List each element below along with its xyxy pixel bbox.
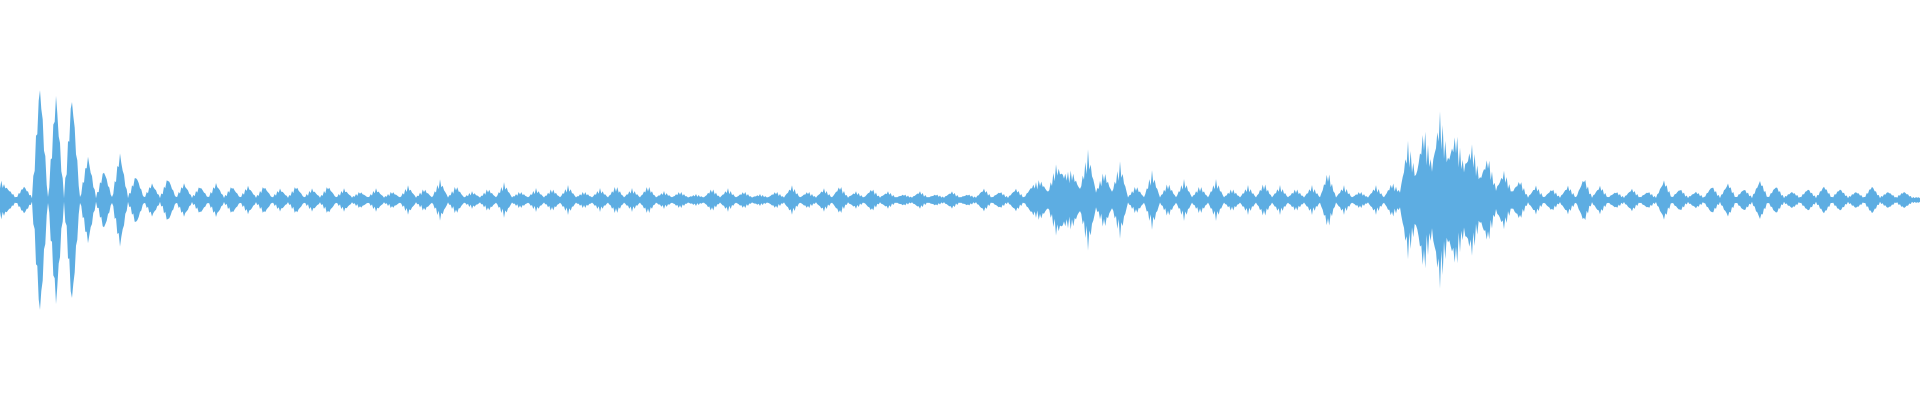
- waveform-bars: [0, 90, 1920, 310]
- waveform-envelope: [0, 90, 1920, 310]
